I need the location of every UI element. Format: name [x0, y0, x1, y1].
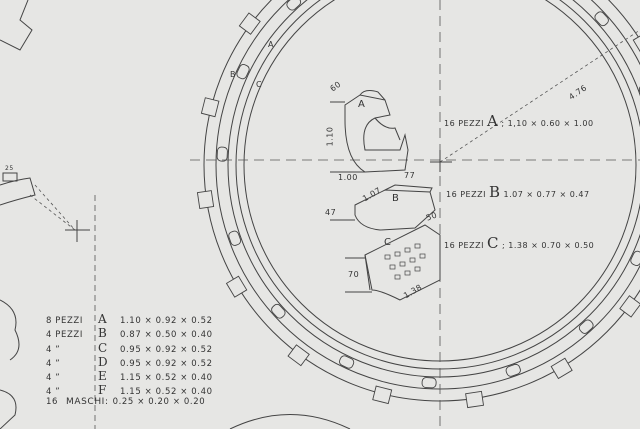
piece-b-sketch	[330, 184, 436, 231]
ring-label-c: C	[256, 80, 263, 89]
ring-block	[421, 377, 437, 389]
legend-dims: 0.95 × 0.92 × 0.52	[120, 359, 213, 369]
ring-block	[372, 385, 393, 405]
ring-block	[287, 344, 310, 367]
legend-qty: 4 ”	[46, 373, 61, 383]
legend-letter: C	[98, 341, 108, 355]
bottom-arc	[229, 414, 351, 429]
ring-block	[228, 230, 242, 246]
spec-dims: ; 1,10 × 0.60 × 1.00	[501, 119, 594, 128]
piece-spec-a: 16 PEZZI A ; 1,10 × 0.60 × 1.00	[444, 112, 594, 130]
piece-c-sketch	[345, 224, 441, 301]
ring-block	[619, 295, 640, 318]
legend-letter: A	[98, 312, 108, 326]
small-dim-label: 25	[5, 165, 14, 172]
legend-row: 8 PEZZI A 1.10 × 0.92 × 0.52	[46, 312, 213, 326]
legend-qty: 4 ”	[46, 387, 61, 397]
ring-block	[216, 146, 228, 162]
piece-a-tag: A	[358, 99, 366, 110]
radius-line	[439, 29, 640, 163]
piece-a-height: 1.10	[325, 126, 335, 147]
ring-block	[578, 319, 594, 334]
legend-letter: F	[98, 383, 107, 397]
spec-qty: 16 PEZZI	[444, 119, 484, 128]
legend-letter: B	[98, 326, 108, 340]
piece-b-height: 47	[325, 208, 337, 217]
partial-arch-left	[0, 177, 36, 206]
ring-block	[465, 390, 485, 409]
legend-qty: 4 ”	[46, 345, 61, 355]
legend-row: 4 PEZZI B 0.87 × 0.50 × 0.40	[46, 326, 213, 340]
legend-dims: 1.15 × 0.52 × 0.40	[120, 387, 213, 397]
ring-block	[196, 190, 215, 210]
ring-block	[236, 64, 250, 80]
piece-a-width: 1.00	[338, 173, 358, 182]
ring-block	[630, 250, 640, 266]
legend-qty: 4 PEZZI	[46, 330, 83, 340]
ring-block	[550, 357, 573, 380]
piece-c-height: 70	[348, 270, 360, 279]
ring-block	[505, 363, 521, 377]
spec-qty: 16 PEZZI	[444, 241, 484, 250]
ring-block	[200, 97, 220, 118]
spec-qty: 16 PEZZI	[446, 190, 486, 199]
legend-row: 4 ” E 1.15 × 0.52 × 0.40	[46, 369, 213, 383]
legend-row: 16 MASCHI:0.25 × 0.20 × 0.20	[46, 397, 205, 407]
spec-dims: ; 1.38 × 0.70 × 0.50	[502, 241, 595, 250]
piece-b-tag: B	[392, 193, 400, 204]
piece-b-width: 77	[404, 171, 416, 180]
piece-spec-c: 16 PEZZI C ; 1.38 × 0.70 × 0.50	[444, 234, 594, 252]
ring-block	[238, 12, 261, 35]
spec-dims: 1.07 × 0.77 × 0.47	[503, 190, 590, 199]
legend-row: 4 ” D 0.95 × 0.92 × 0.52	[46, 355, 213, 369]
legend-dims: 1.10 × 0.92 × 0.52	[120, 316, 213, 326]
ring-block	[632, 32, 640, 55]
legend-dims: 0.95 × 0.92 × 0.52	[120, 345, 213, 355]
legend-letter: E	[98, 369, 108, 383]
legend-dims: 0.87 × 0.50 × 0.40	[120, 330, 213, 340]
legend-dims: 1.15 × 0.52 × 0.40	[120, 373, 213, 383]
ring-label-a: A	[268, 40, 274, 49]
piece-a-sketch	[330, 90, 409, 173]
legend-qty: 16	[46, 397, 59, 407]
spec-letter: C	[486, 234, 499, 252]
legend-qty: 8 PEZZI	[46, 316, 83, 326]
legend-row: 4 ” C 0.95 × 0.92 × 0.52	[46, 341, 213, 355]
partial-column-bottom-left	[0, 299, 20, 429]
spec-letter: B	[488, 183, 501, 201]
spec-letter: A	[486, 112, 499, 130]
partial-column-top-left	[0, 0, 33, 51]
ring-label-b: B	[230, 70, 236, 79]
legend-dims: 0.25 × 0.20 × 0.20	[112, 397, 206, 407]
legend-letter: D	[98, 355, 109, 369]
ring-block	[594, 11, 609, 27]
legend-row: 4 ” F 1.15 × 0.52 × 0.40	[46, 383, 213, 397]
piece-c-tag: C	[384, 237, 392, 248]
legend-qty: 4 ”	[46, 359, 61, 369]
ring-block	[286, 0, 302, 11]
legend-letter: MASCHI:	[66, 397, 109, 407]
piece-spec-b: 16 PEZZI B 1.07 × 0.77 × 0.47	[446, 183, 590, 201]
ring-block	[271, 303, 286, 319]
ring-block	[225, 275, 248, 298]
ring-block	[339, 355, 355, 369]
